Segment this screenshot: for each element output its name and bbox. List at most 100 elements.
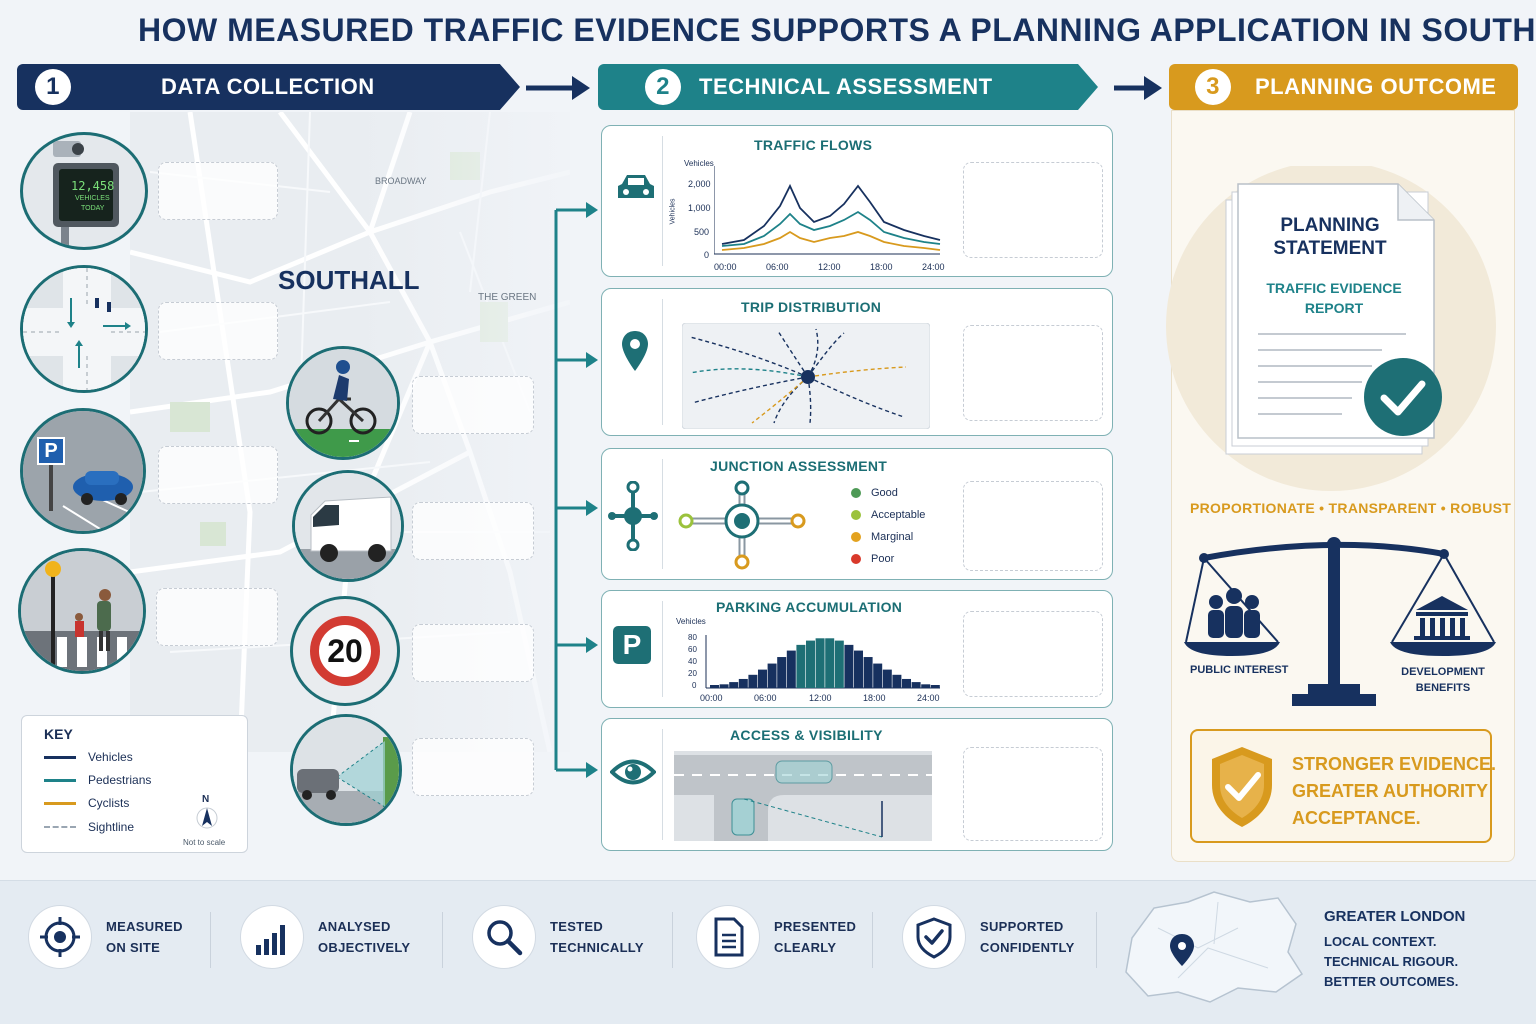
- van-photo: [292, 470, 404, 582]
- approval-check-icon: [1364, 358, 1442, 436]
- junction-diagram: [678, 480, 806, 570]
- placeholder-box: [158, 162, 278, 220]
- document-subtitle-line2: REPORT: [1304, 300, 1364, 316]
- parking-bar: [854, 650, 863, 688]
- north-label: N: [202, 794, 210, 805]
- placeholder-box: [158, 446, 278, 504]
- junction-legend-markers: [851, 488, 861, 564]
- tagline-3: BETTER OUTCOMES.: [1324, 974, 1459, 989]
- parking-ytick: 40: [688, 657, 697, 666]
- footer-item-supported: SUPPORTED CONFIDENTLY: [902, 905, 1075, 969]
- parking-xtick: 12:00: [809, 693, 832, 703]
- trip-distribution-panel: TRIP DISTRIBUTION: [601, 288, 1113, 436]
- legend-marginal: Marginal: [871, 531, 914, 543]
- shield-check-icon: [1212, 747, 1272, 827]
- parking-bar: [882, 669, 892, 688]
- traffic-flows-chart: [714, 166, 941, 255]
- placeholder-box: [412, 624, 534, 682]
- speed-limit-sign: 20: [310, 616, 380, 686]
- stage-3-number: 3: [1195, 69, 1231, 105]
- parking-photo: P: [20, 408, 146, 534]
- placeholder-box: [412, 738, 534, 796]
- parking-bar: [777, 657, 787, 688]
- map-key: KEY Vehicles Pedestrians Cyclists Sightl…: [21, 715, 248, 853]
- bar-chart-icon: [256, 925, 285, 955]
- public-interest-label: PUBLIC INTEREST: [1190, 664, 1289, 676]
- traffic-ytick: 1,000: [688, 203, 711, 213]
- counter-line1: VEHICLES: [75, 195, 110, 202]
- parking-bar: [834, 640, 844, 688]
- stage-2-banner: 2 TECHNICAL ASSESSMENT: [598, 64, 1098, 110]
- placeholder-box: [156, 588, 278, 646]
- counter-value: 12,458: [71, 179, 115, 193]
- key-sightline: Sightline: [88, 820, 135, 834]
- arrow-right-icon: [1114, 76, 1162, 100]
- parking-y-units: Vehicles: [676, 617, 706, 626]
- parking-bar: [930, 685, 940, 688]
- region-taglines: LOCAL CONTEXT. TECHNICAL RIGOUR. BETTER …: [1324, 932, 1458, 992]
- parking-xtick: 00:00: [700, 693, 723, 703]
- access-visibility-panel: ACCESS & VISIBILITY: [601, 718, 1113, 851]
- sightline-photo: [290, 714, 402, 826]
- parking-sign: P: [37, 437, 65, 465]
- development-benefits-line2: BENEFITS: [1415, 682, 1471, 694]
- junction-assessment-title: JUNCTION ASSESSMENT: [710, 458, 888, 474]
- traffic-ytick: 2,000: [688, 179, 711, 189]
- target-icon: [40, 917, 80, 957]
- traffic-flows-panel: TRAFFIC FLOWS Vehicles Vehicles 2,000 1,…: [601, 125, 1113, 277]
- traffic-flows-title: TRAFFIC FLOWS: [754, 137, 873, 153]
- street-label-broadway: BROADWAY: [375, 176, 427, 186]
- key-cyclists: Cyclists: [88, 796, 130, 810]
- footer-item-tested: TESTED TECHNICALLY: [472, 905, 644, 969]
- parking-bar: [710, 685, 719, 688]
- parking-bar: [815, 638, 825, 688]
- footer-text-tested: TESTED TECHNICALLY: [550, 919, 644, 955]
- arrow-right-icon: [526, 76, 590, 100]
- legend-good: Good: [871, 487, 898, 499]
- cyclist-photo: [286, 346, 400, 460]
- greater-london-map: [1125, 891, 1304, 1003]
- parking-ytick: 60: [688, 645, 697, 654]
- traffic-xtick: 06:00: [766, 262, 789, 272]
- pedestrian-crossing-photo: [18, 548, 146, 674]
- stage-2-label: TECHNICAL ASSESSMENT: [699, 74, 993, 99]
- traffic-counter-photo: 12,458 VEHICLES TODAY: [20, 132, 148, 250]
- map-place-label: SOUTHALL: [278, 265, 420, 295]
- placeholder-box: [963, 325, 1103, 421]
- outcome-callout: STRONGER EVIDENCE. GREATER AUTHORITY ACC…: [1190, 729, 1496, 843]
- callout-line3: ACCEPTANCE.: [1292, 808, 1421, 828]
- parking-xtick: 18:00: [863, 693, 886, 703]
- parking-bar: [767, 663, 777, 688]
- parking-bar: [844, 644, 854, 688]
- traffic-xtick: 12:00: [818, 262, 841, 272]
- junction-node-icon: [608, 481, 658, 551]
- placeholder-box: [963, 611, 1103, 697]
- footer-text-measured: MEASURED ON SITE: [106, 919, 183, 955]
- placeholder-box: [963, 481, 1103, 571]
- development-benefits-line1: DEVELOPMENT: [1401, 666, 1485, 678]
- parking-bar: [892, 674, 902, 688]
- parking-xtick: 24:00: [917, 693, 940, 703]
- location-pin-icon: [622, 331, 648, 371]
- parking-bar: [902, 678, 911, 688]
- region-title: GREATER LONDON: [1324, 908, 1466, 925]
- document-title-line1: PLANNING: [1280, 215, 1380, 236]
- tagline-2: TECHNICAL RIGOUR.: [1324, 954, 1459, 969]
- placeholder-box: [963, 747, 1103, 841]
- footer-text-analysed: ANALYSED OBJECTIVELY: [318, 919, 411, 955]
- footer-text-supported: SUPPORTED CONFIDENTLY: [980, 919, 1075, 955]
- page-title: HOW MEASURED TRAFFIC EVIDENCE SUPPORTS A…: [138, 12, 1536, 48]
- document-title-line2: STATEMENT: [1273, 238, 1387, 259]
- callout-line2: GREATER AUTHORITY: [1292, 781, 1488, 801]
- development-benefits-label: DEVELOPMENT BENEFITS: [1394, 664, 1492, 696]
- traffic-ytick: 500: [694, 227, 710, 237]
- parking-xtick: 06:00: [754, 693, 777, 703]
- key-vehicles: Vehicles: [88, 750, 133, 764]
- parking-bar: [873, 663, 883, 688]
- stage-1-banner: 1 DATA COLLECTION: [17, 64, 520, 110]
- placeholder-box: [158, 302, 278, 360]
- stage-1-number: 1: [35, 69, 71, 105]
- qualities-text: PROPORTIONATE • TRANSPARENT • ROBUST: [1190, 500, 1512, 516]
- document-title: PLANNING STATEMENT: [1240, 214, 1420, 260]
- parking-bar: [738, 678, 748, 688]
